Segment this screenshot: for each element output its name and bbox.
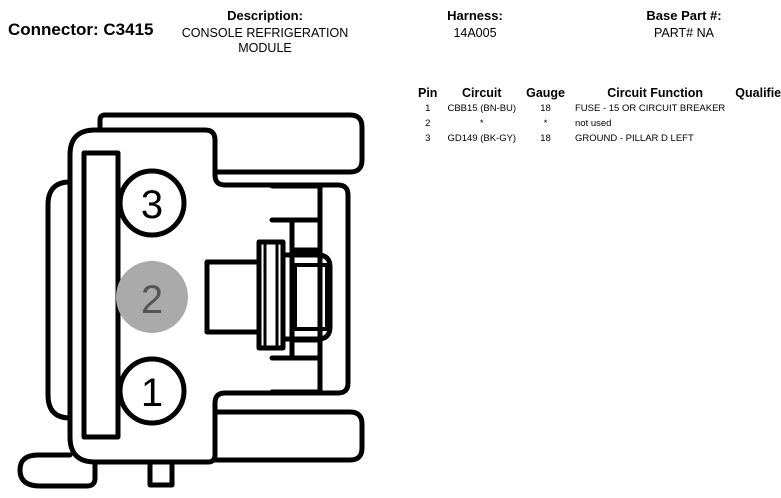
- harness-value: 14A005: [453, 26, 497, 40]
- latch-outer-frame-bottom: [269, 355, 323, 395]
- function-cell: FUSE - 15 OR CIRCUIT BREAKER: [575, 103, 726, 114]
- connector-bottom-stub: [147, 459, 175, 488]
- connector-body-outline: [67, 127, 351, 465]
- connector-bottom-flange: [212, 409, 365, 463]
- latch-outer-frame: [269, 183, 323, 223]
- center-lock-nose: [280, 252, 333, 342]
- function-cell: GROUND - PILLAR D LEFT: [575, 133, 694, 144]
- column-header-gauge: Gauge: [526, 86, 565, 100]
- center-lock-inner: [293, 263, 329, 331]
- table-row: 3 GD149 (BK-GY) 18 GROUND - PILLAR D LEF…: [413, 131, 781, 146]
- base-part-label: Base Part #:: [646, 8, 722, 23]
- base-part-value: PART# NA: [654, 26, 714, 40]
- harness-block: Harness: 14A005: [415, 8, 535, 41]
- center-lock-body: [204, 259, 262, 335]
- pin-1-label: 1: [141, 371, 163, 415]
- circuit-cell: *: [479, 118, 484, 129]
- description-label: Description:: [227, 8, 303, 23]
- pin-1: 1: [117, 356, 187, 426]
- column-header-circuit-function: Circuit Function: [607, 86, 704, 100]
- pin-cell: 3: [425, 133, 431, 144]
- connector-top-flange: [97, 112, 365, 175]
- pin-2-label: 2: [141, 278, 163, 322]
- pin-3: 3: [117, 168, 187, 238]
- center-lock-bar: [256, 239, 286, 351]
- table-row: 1 CBB15 (BN-BU) 18 FUSE - 15 OR CIRCUIT …: [413, 101, 781, 116]
- terminal-strip: [81, 150, 121, 440]
- column-header-pin: Pin: [418, 86, 438, 100]
- pinout-table: Pin Circuit Gauge Circuit Function Quali…: [413, 85, 781, 146]
- circuit-cell: CBB15 (BN-BU): [447, 103, 517, 114]
- pin-cell: 2: [425, 118, 431, 129]
- connector-title: Connector: C3415: [8, 20, 154, 39]
- column-header-qualifier: Qualifier: [735, 86, 781, 100]
- pin-1-circle: [117, 356, 187, 426]
- description-value: CONSOLE REFRIGERATION MODULE: [181, 26, 349, 55]
- gauge-cell: 18: [540, 133, 551, 144]
- pin-2: 2: [116, 261, 188, 333]
- gauge-cell: *: [543, 118, 548, 129]
- base-part-block: Base Part #: PART# NA: [614, 8, 754, 41]
- description-block: Description: CONSOLE REFRIGERATION MODUL…: [165, 8, 365, 56]
- pin-3-circle: [117, 168, 187, 238]
- table-row: 2 * * not used: [413, 116, 781, 131]
- pin-2-circle: [116, 261, 188, 333]
- table-header-row: Pin Circuit Gauge Circuit Function Quali…: [413, 85, 781, 101]
- gauge-cell: 18: [540, 103, 551, 114]
- circuit-cell: GD149 (BK-GY): [447, 133, 517, 144]
- harness-label: Harness:: [447, 8, 503, 23]
- function-cell: not used: [575, 118, 612, 129]
- column-header-circuit: Circuit: [461, 86, 502, 100]
- pin-3-label: 3: [141, 183, 163, 227]
- connector-left-latch: [45, 179, 73, 421]
- pin-cell: 1: [425, 103, 431, 114]
- connector-bottom-foot: [17, 452, 98, 489]
